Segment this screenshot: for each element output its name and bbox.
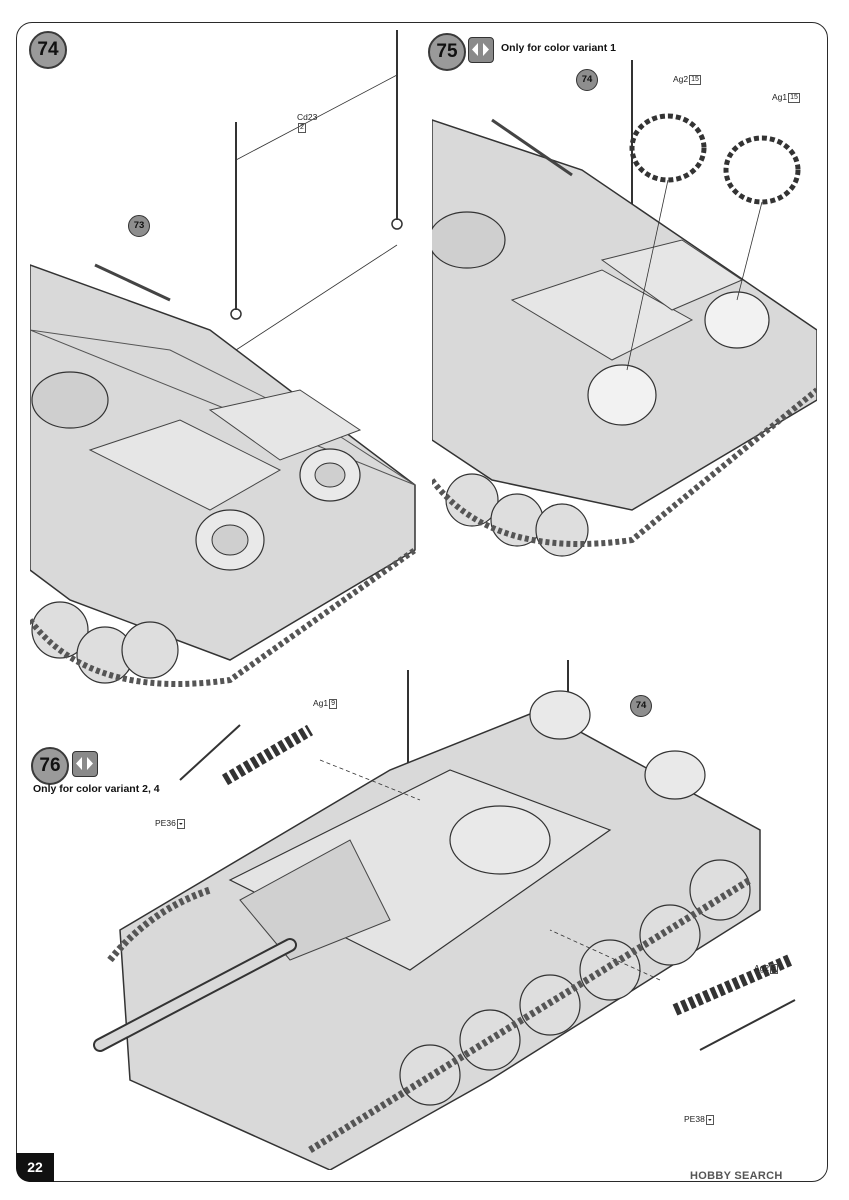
quantity-box: 15 xyxy=(788,93,800,103)
step-75-variant-note: Only for color variant 1 xyxy=(501,42,616,54)
decal-icon: ◒ xyxy=(176,819,186,829)
step-75-number: 75 xyxy=(428,33,466,71)
variant-arrows-icon xyxy=(72,751,98,777)
quantity-box: 9 xyxy=(329,699,338,709)
step-75-drawing xyxy=(432,60,817,557)
page-frame xyxy=(16,22,828,1182)
step-76-number: 76 xyxy=(31,747,69,785)
watermark: HOBBY SEARCH xyxy=(690,1170,783,1182)
step-76-part-pe38: PE38◒ xyxy=(684,1114,715,1125)
step-76-variant-note: Only for color variant 2, 4 xyxy=(33,783,160,795)
callout-73: 73 xyxy=(128,215,150,237)
quantity-box: 15 xyxy=(689,75,701,85)
step-74-drawing xyxy=(30,30,417,687)
variant-arrows-icon xyxy=(468,37,494,63)
quantity-box: 2 xyxy=(298,123,306,133)
step-74-number: 74 xyxy=(29,31,67,69)
callout-74: 74 xyxy=(576,69,598,91)
callout-74-step-76: 74 xyxy=(630,695,652,717)
page-number: 22 xyxy=(16,1153,54,1182)
step-76-drawing xyxy=(93,660,796,1170)
step-74-part-cd23: Cd23 2 xyxy=(297,112,318,133)
decal-icon: ◒ xyxy=(705,1115,715,1125)
step-76-part-pe36: PE36◒ xyxy=(155,818,186,829)
quantity-box: 9 xyxy=(770,964,779,974)
